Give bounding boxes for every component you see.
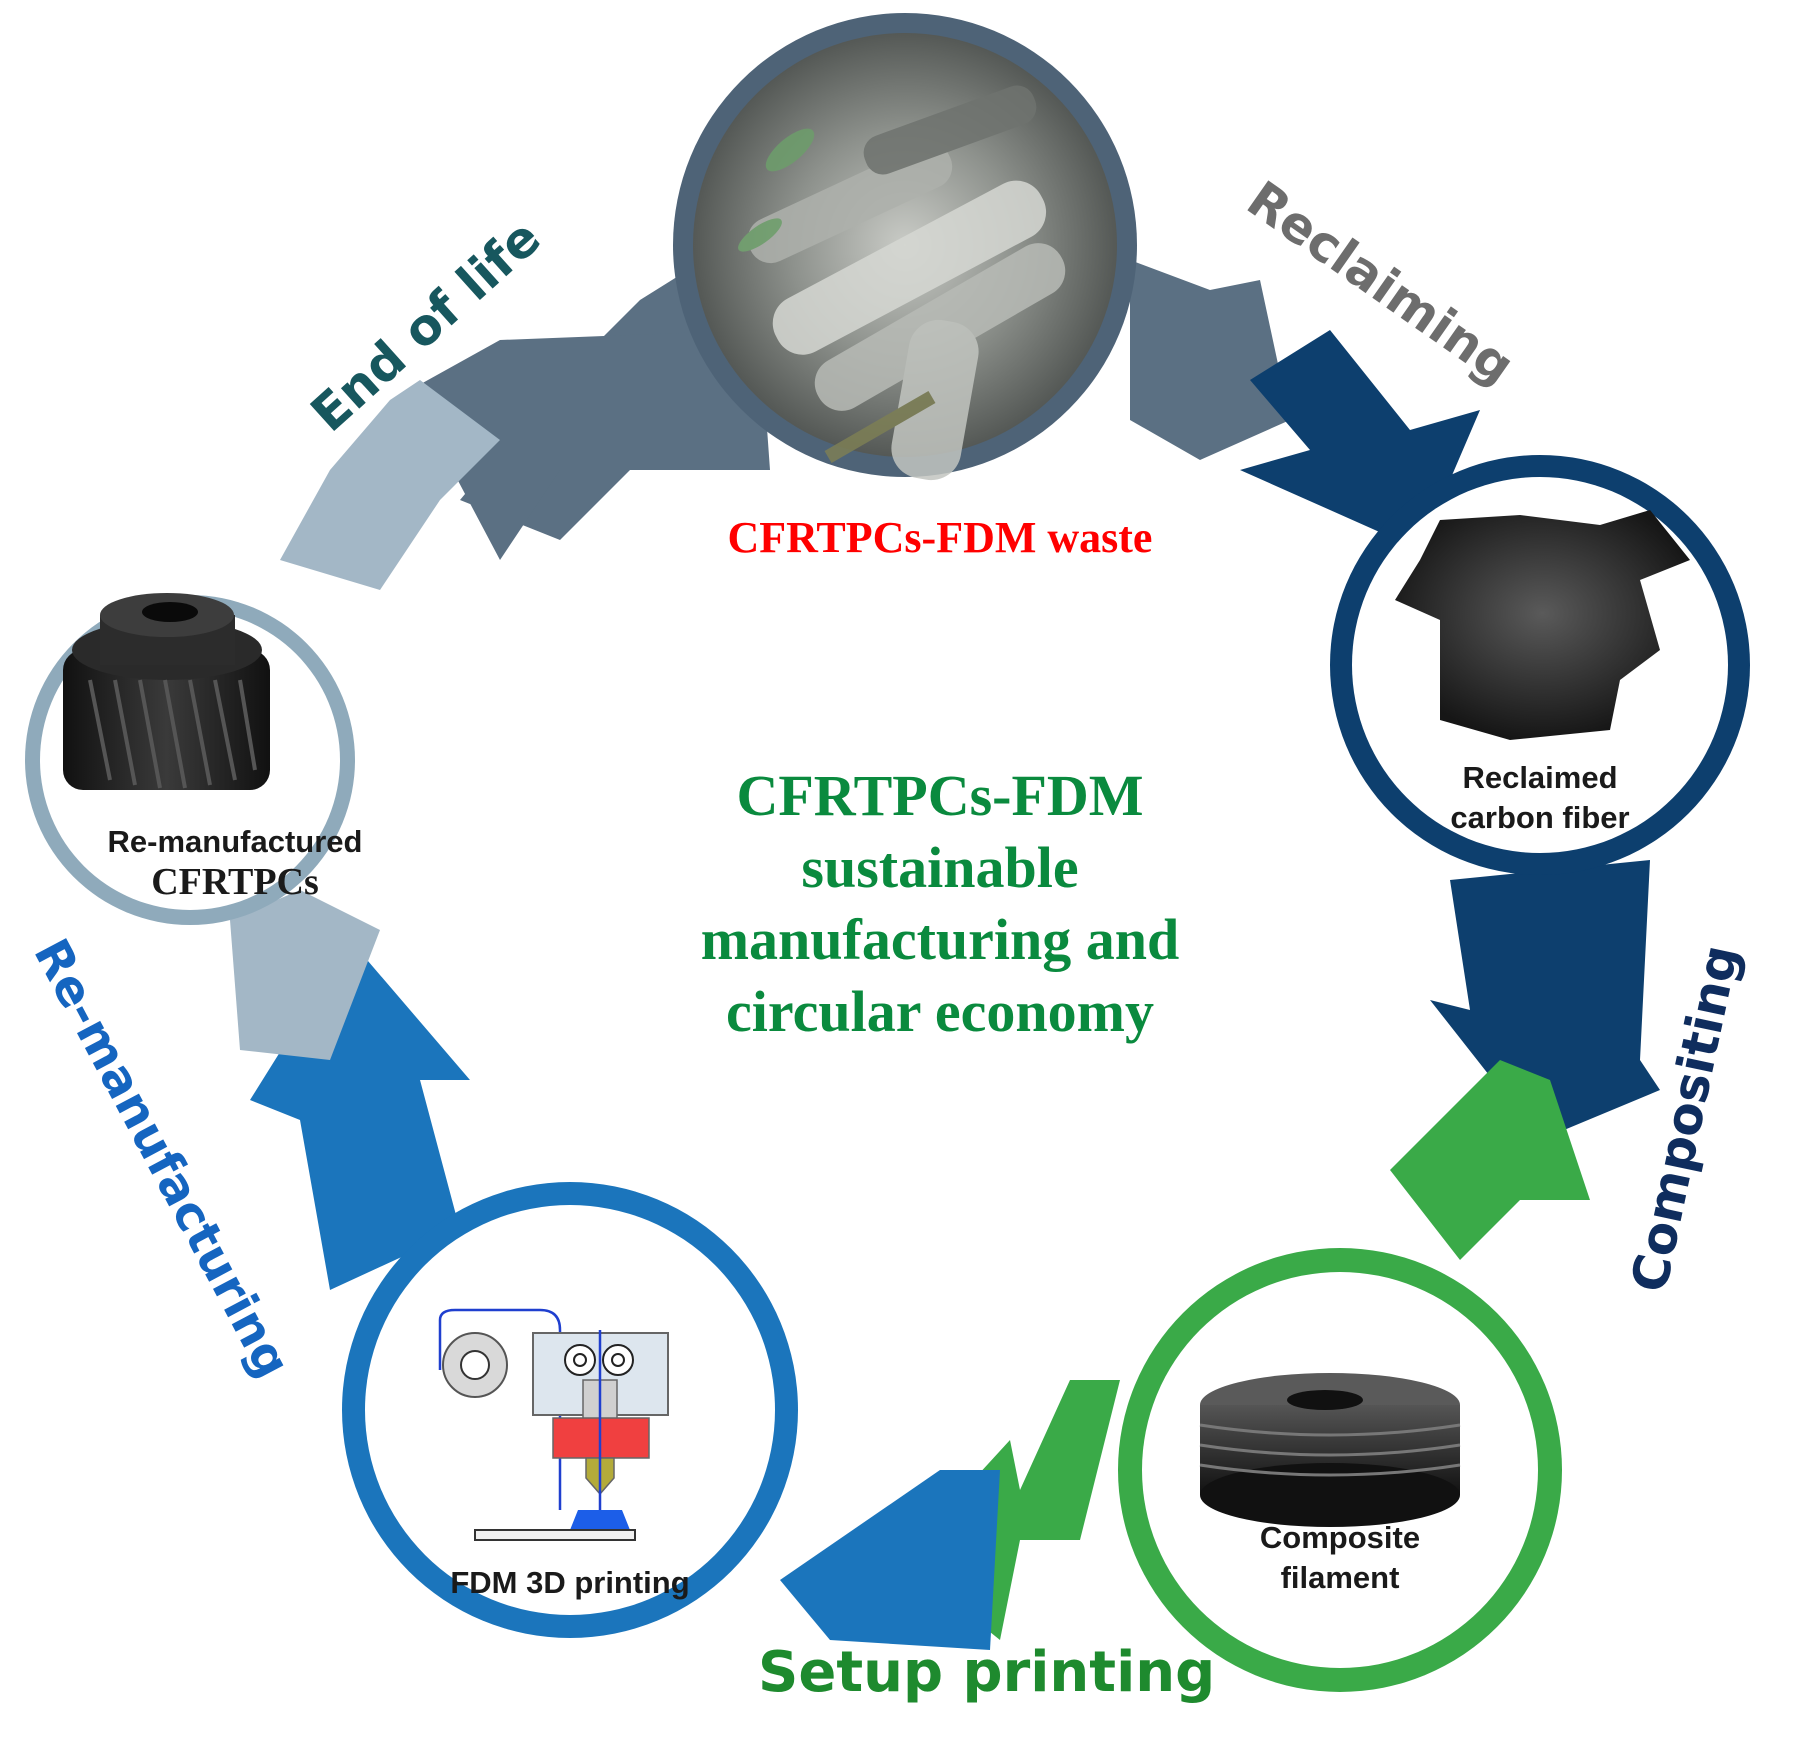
center-title: CFRTPCs-FDM sustainable manufacturing an…: [630, 760, 1250, 1048]
reclaimed-caption: Reclaimed carbon fiber: [1390, 758, 1690, 838]
stage-label-setup-printing: Setup printing: [758, 1640, 1216, 1705]
end-of-life-arrow: [280, 250, 770, 590]
center-title-line-2: sustainable: [801, 835, 1079, 900]
reclaimed-caption-line-1: Reclaimed: [1462, 760, 1618, 795]
compositing-arrow: [1390, 860, 1660, 1260]
center-title-line-1: CFRTPCs-FDM: [736, 763, 1144, 828]
filament-spool-photo: [1199, 1373, 1461, 1527]
remanufactured-caption-line-2: CFRTPCs: [151, 861, 319, 903]
remanufactured-caption: Re-manufactured CFRTPCs: [70, 822, 400, 902]
waste-caption: CFRTPCs-FDM waste: [727, 513, 1153, 562]
scrap-tubes-illustration: [738, 85, 1066, 481]
reclaimed-fiber-photo: [1395, 510, 1690, 740]
setup-printing-arrow: [780, 1380, 1120, 1650]
node-reclaimed: [1330, 455, 1750, 875]
helical-gear-photo: [63, 593, 270, 790]
filament-caption-line-1: Composite: [1259, 1520, 1421, 1555]
re-manufacturing-arrow: [230, 890, 470, 1290]
center-title-line-4: circular economy: [726, 979, 1154, 1044]
reclaimed-caption-line-2: carbon fiber: [1450, 800, 1630, 835]
filament-caption-line-2: filament: [1280, 1560, 1400, 1595]
printing-caption-line-1: FDM 3D printing: [450, 1565, 690, 1600]
node-printing: [342, 1182, 798, 1638]
remanufactured-caption-line-1: Re-manufactured: [107, 824, 363, 859]
fdm-printer-schematic: [438, 1308, 669, 1541]
center-title-line-3: manufacturing and: [700, 907, 1180, 972]
node-filament: [1118, 1248, 1562, 1692]
filament-caption: Composite filament: [1190, 1518, 1490, 1598]
node-waste: [673, 13, 1137, 481]
node-remanufactured: [25, 593, 355, 925]
printing-caption: FDM 3D printing: [400, 1563, 740, 1603]
